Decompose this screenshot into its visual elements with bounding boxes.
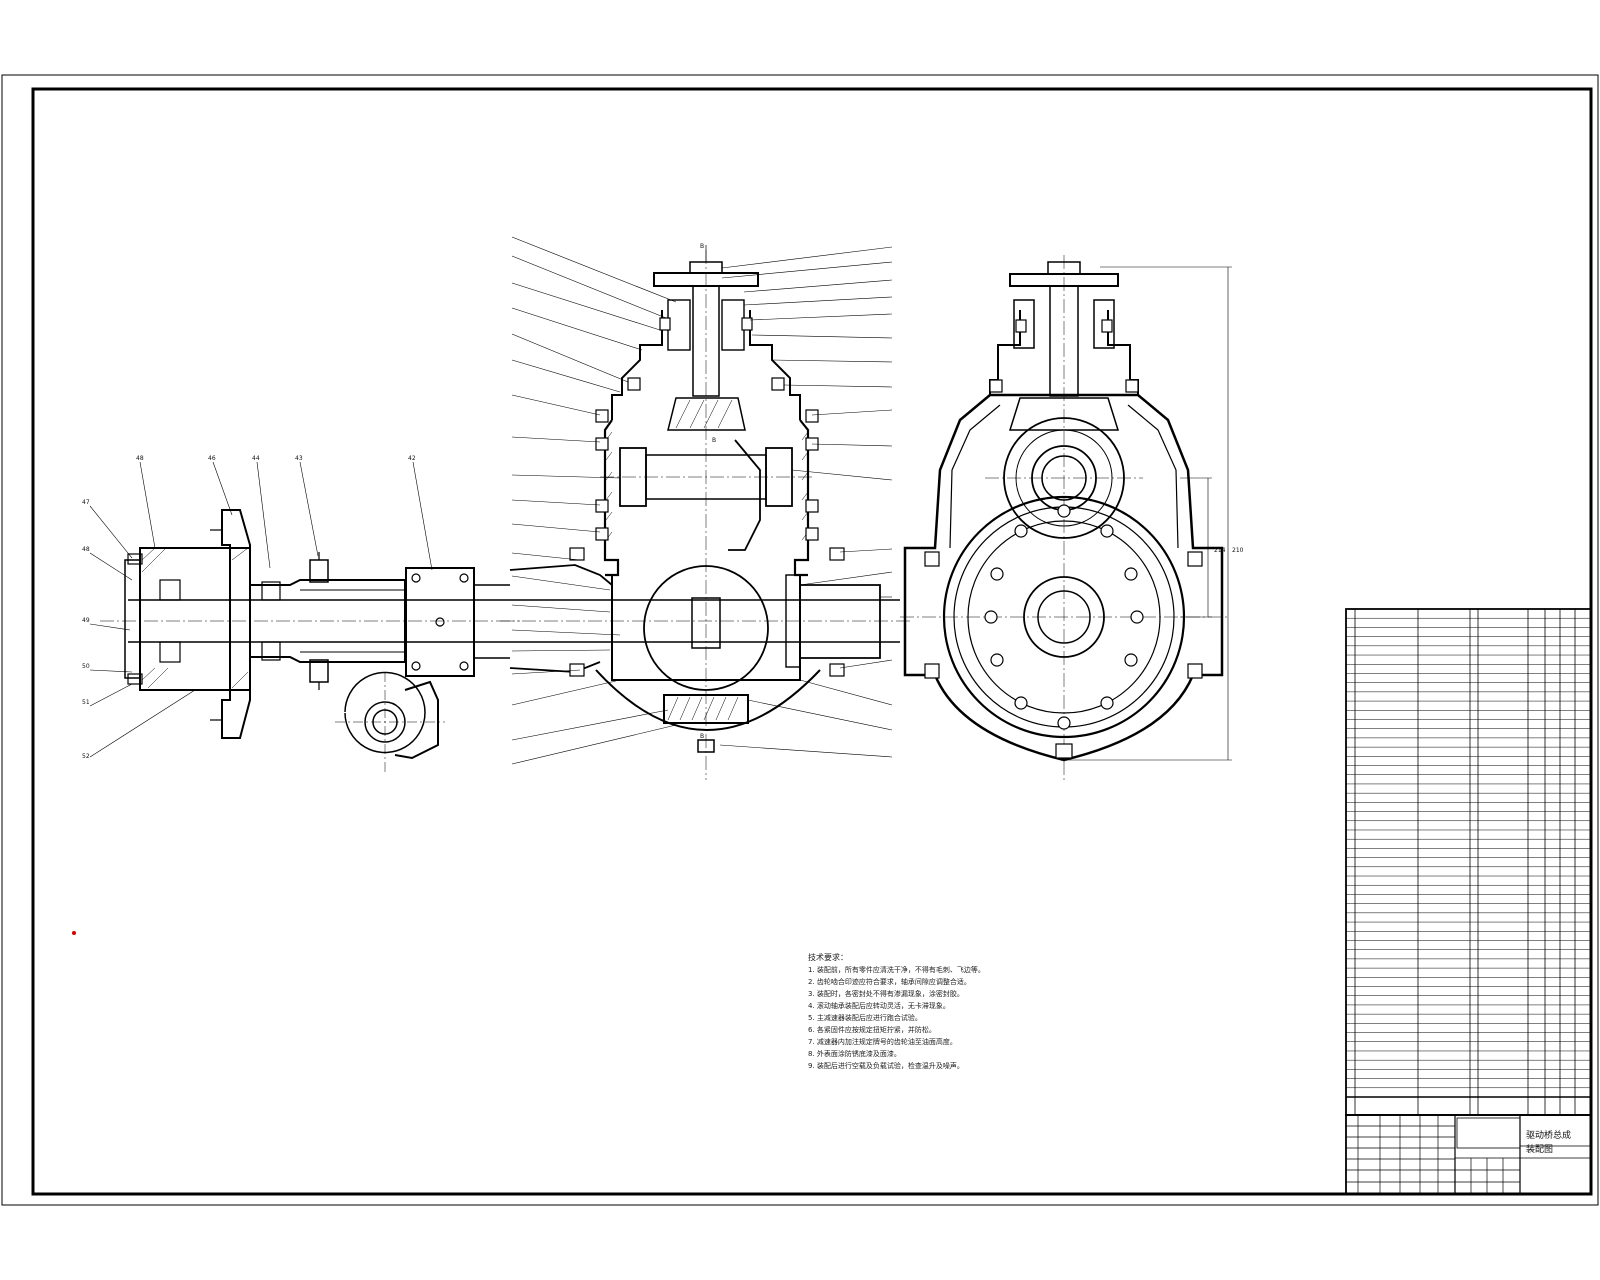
balloon-43: 43	[295, 455, 303, 462]
notes-line-9: 9. 装配后进行空载及负载试验，检查温升及噪声。	[808, 1062, 964, 1070]
notes-line-2: 2. 齿轮啮合印迹应符合要求，轴承间隙应调整合适。	[808, 978, 971, 986]
notes-title: 技术要求：	[808, 953, 848, 962]
bom-rows	[1346, 617, 1591, 1089]
balloon-48b: 48	[82, 546, 90, 553]
balloon-48: 48	[136, 455, 144, 462]
center-hatching	[605, 399, 809, 721]
center-leaders-right	[719, 246, 893, 758]
title-line-1: 驱动桥总成	[1526, 1129, 1571, 1141]
balloon-labels: 48 46 44 43 42 47 48 49 50 51 52 B B B 2…	[82, 243, 1244, 760]
left-view-half-shaft	[89, 461, 520, 758]
right-view-bolts	[924, 319, 1203, 759]
hub-hatching	[141, 547, 249, 689]
balloon-50: 50	[82, 663, 90, 670]
center-view-main-reducer	[500, 245, 910, 780]
right-view-end	[900, 255, 1232, 780]
left-detail-view	[335, 671, 445, 775]
notes-line-6: 6. 各紧固件应按规定扭矩拧紧，并防松。	[808, 1026, 936, 1034]
notes-line-1: 1. 装配前，所有零件应清洗干净，不得有毛刺、飞边等。	[808, 966, 985, 974]
notes-line-3: 3. 装配时，各密封处不得有渗漏现象，涂密封胶。	[808, 990, 964, 998]
balloon-51: 51	[82, 699, 90, 706]
outer-border	[1, 74, 1599, 1206]
balloon-52: 52	[82, 753, 90, 760]
notes-line-4: 4. 滚动轴承装配后应转动灵活，无卡滞现象。	[808, 1002, 950, 1010]
dimension-210: 210	[1232, 547, 1244, 554]
red-point-marker	[72, 931, 76, 935]
balloon-49: 49	[82, 617, 90, 624]
title-line-2: 装配图	[1526, 1143, 1553, 1155]
balloon-44: 44	[252, 455, 260, 462]
notes-line-5: 5. 主减速器装配后应进行跑合试验。	[808, 1014, 922, 1022]
balloon-47: 47	[82, 499, 90, 506]
technical-notes: 技术要求： 1. 装配前，所有零件应清洗干净，不得有毛刺、飞边等。 2. 齿轮啮…	[808, 952, 1138, 1072]
view-mark-bottom: B	[700, 733, 704, 740]
center-leaders-left	[511, 236, 677, 765]
bill-of-materials	[1345, 608, 1592, 1195]
view-mark-top: B	[700, 243, 704, 250]
balloon-46: 46	[208, 455, 216, 462]
notes-line-8: 8. 外表面涂防锈底漆及面漆。	[808, 1050, 901, 1058]
view-mark-mid: B	[712, 437, 716, 444]
dimension-214: 214	[1214, 547, 1226, 554]
notes-line-7: 7. 减速器内加注规定牌号的齿轮油至油面高度。	[808, 1038, 957, 1046]
balloon-42: 42	[408, 455, 416, 462]
